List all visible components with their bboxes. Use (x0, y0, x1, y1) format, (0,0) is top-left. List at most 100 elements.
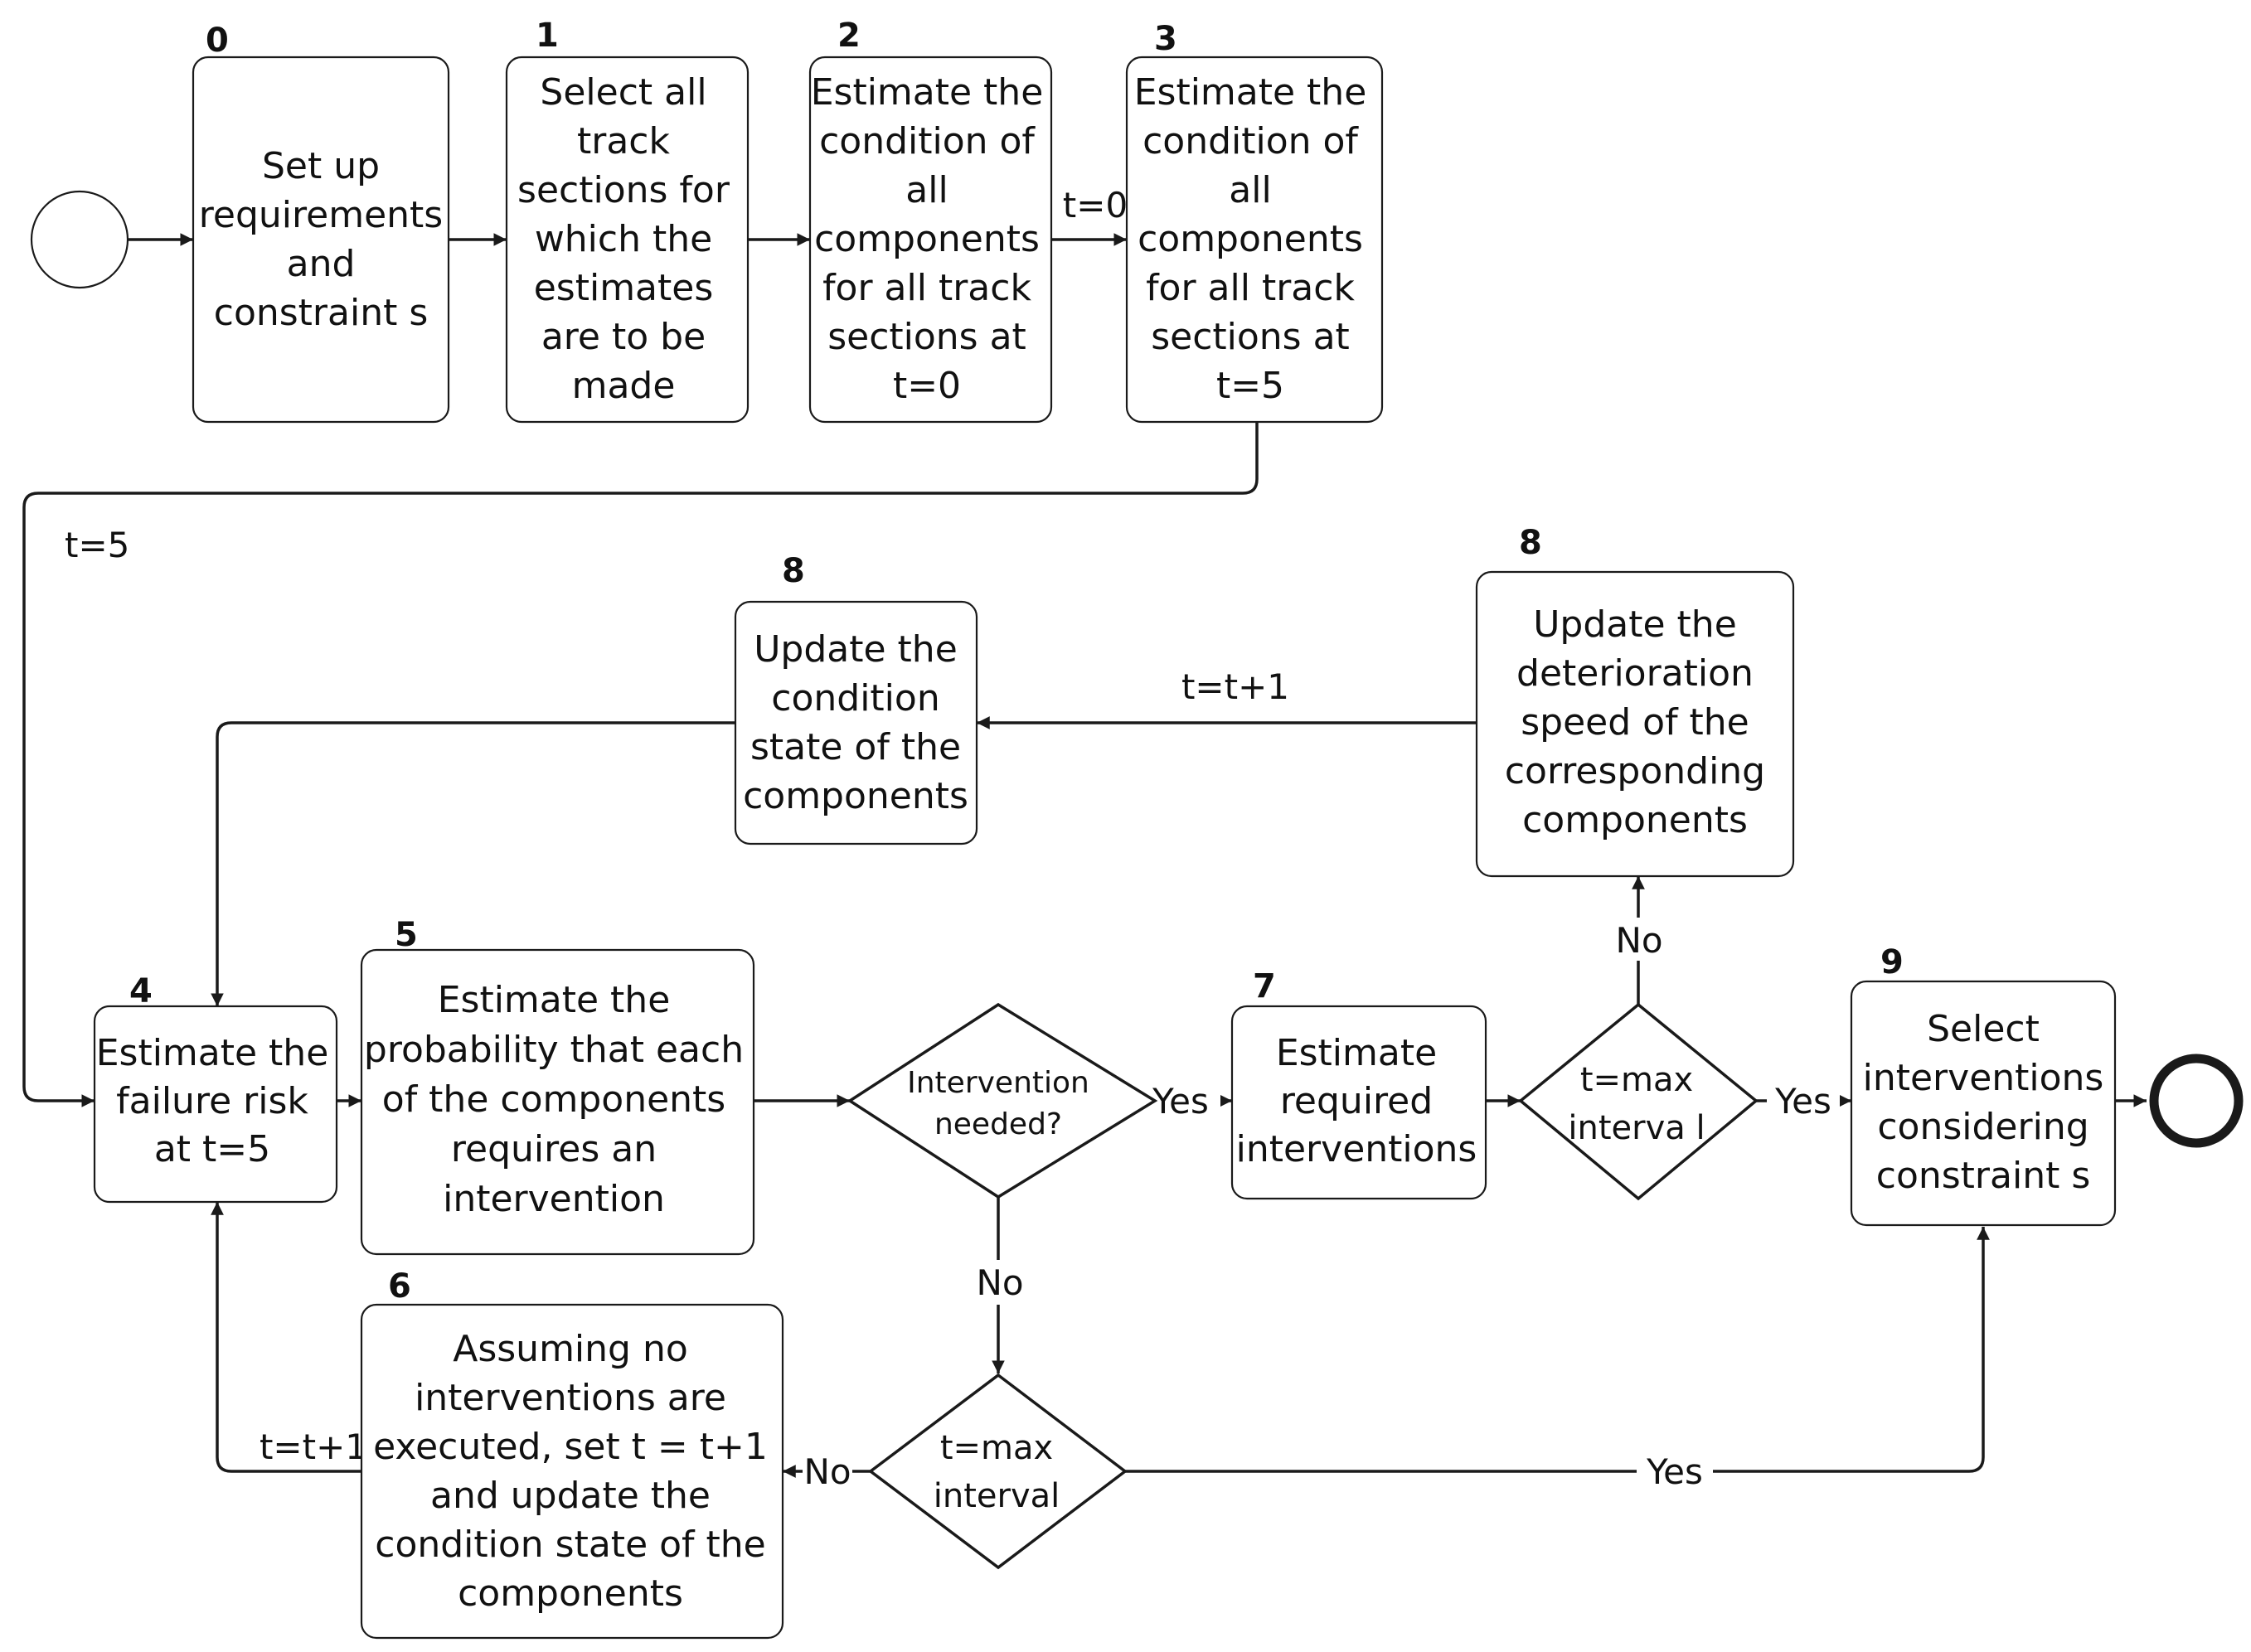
label-line: Estimate the (1134, 71, 1367, 114)
step0-number: 0 (206, 22, 229, 60)
label-line: failure risk (116, 1080, 308, 1122)
edge-label-no-max-right: No (1615, 920, 1662, 961)
edge-label-yes-max-bottom: Yes (1646, 1451, 1703, 1492)
label-line: deterioration (1516, 652, 1754, 695)
label-line: which the (535, 218, 712, 260)
label-line: and (287, 243, 356, 285)
decision-max-right-label: t=max interva l (1568, 1061, 1705, 1147)
edge-labels: t=0 t=5 t=t+1 t=t+1 Yes No Yes No Yes No (65, 185, 1831, 1492)
step5-node: 5 Estimate the probability that each of th… (360, 916, 755, 1256)
edge-label-ttplus1-top: t=t+1 (1181, 666, 1289, 707)
label-line: sections for (517, 169, 730, 211)
label-line: components (458, 1572, 683, 1615)
label-line: constraint s (214, 292, 429, 334)
step3-label: Estimate the condition of all components for… (1134, 71, 1367, 407)
label-line: corresponding (1505, 750, 1765, 792)
label-line: constraint s (1876, 1155, 2091, 1197)
label-line: requirements (199, 194, 443, 236)
edge-label-t0: t=0 (1063, 185, 1128, 225)
label-line: Update the (1533, 603, 1737, 646)
label-line: for all track (1146, 267, 1355, 309)
edge-step8a-to-step4 (211, 721, 735, 1006)
label-line: estimates (534, 267, 714, 309)
step4-label: Estimate the failure risk at t=5 (96, 1032, 329, 1170)
start-event (30, 190, 129, 289)
label-line: all (1229, 169, 1271, 211)
decision-max-bottom-node: t=max interval (868, 1373, 1128, 1570)
step1-node: 1 Select all track sections for which the es… (505, 17, 750, 424)
step5-label: Estimate the probability that each of the … (364, 979, 744, 1220)
label-line: interval (934, 1477, 1060, 1515)
step8b-number: 8 (1519, 524, 1542, 562)
label-line: condition of (1142, 120, 1359, 162)
label-line: interventions (1863, 1057, 2104, 1099)
label-line: interventions are (415, 1377, 726, 1419)
step1-label: Select all track sections for which the esti… (517, 71, 730, 407)
label-line: condition of (819, 120, 1036, 162)
label-line: components (743, 775, 968, 817)
label-line: Update the (754, 628, 958, 671)
label-line: executed, set t = t+1 (373, 1426, 768, 1468)
decision-max-right-node: t=max interva l (1518, 1002, 1759, 1201)
label-line: at t=5 (154, 1128, 270, 1170)
label-line: track (577, 120, 670, 162)
step9-number: 9 (1880, 943, 1904, 981)
label-line: required (1280, 1080, 1433, 1122)
label-line: are to be (541, 316, 706, 358)
label-line: components (814, 218, 1040, 260)
edges (22, 233, 2147, 1478)
edge-step6-to-step4 (211, 1202, 361, 1473)
label-line: components (1138, 218, 1363, 260)
label-line: probability that each (364, 1029, 744, 1071)
step5-number: 5 (395, 916, 418, 954)
label-line: Estimate the (438, 979, 671, 1021)
label-line: considering (1877, 1106, 2088, 1148)
step2-number: 2 (837, 17, 861, 55)
label-line: of the components (382, 1078, 725, 1121)
step7-number: 7 (1253, 967, 1276, 1005)
step4-number: 4 (129, 972, 153, 1010)
label-line: all (905, 169, 948, 211)
step1-number: 1 (536, 17, 559, 55)
label-line: t=max (940, 1429, 1053, 1467)
edge-label-no-max-bottom: No (803, 1451, 851, 1492)
edge-decision-max-bottom-yes (1125, 1227, 1990, 1473)
step6-number: 6 (388, 1267, 411, 1306)
label-line: made (572, 365, 676, 407)
edge-label-yes-max-right: Yes (1774, 1081, 1831, 1122)
edge-label-yes-intervention: Yes (1152, 1081, 1209, 1122)
end-event (2149, 1054, 2244, 1148)
edge-label-t5: t=5 (65, 525, 129, 565)
step8a-number: 8 (782, 552, 805, 590)
label-line: t=0 (893, 365, 961, 407)
step4-node: 4 Estimate the failure risk at t=5 (93, 972, 338, 1204)
label-line: Estimate the (96, 1032, 329, 1074)
label-line: interventions (1236, 1128, 1477, 1170)
label-line: for all track (822, 267, 1031, 309)
edge-step3-to-step4 (22, 422, 1259, 1107)
label-line: components (1522, 799, 1748, 841)
label-line: interva l (1568, 1109, 1705, 1147)
label-line: Select all (540, 71, 706, 114)
label-line: t=5 (1216, 365, 1284, 407)
label-line: t=max (1580, 1061, 1693, 1099)
decision-max-bottom-label: t=max interval (934, 1429, 1060, 1515)
label-line: state of the (750, 726, 961, 768)
label-line: requires an (451, 1128, 657, 1170)
label-line: and update the (430, 1475, 711, 1517)
